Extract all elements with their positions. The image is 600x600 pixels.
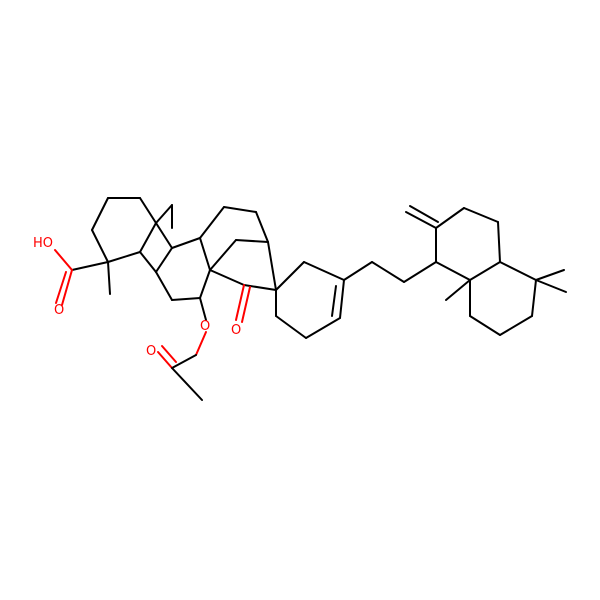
carboxyl-oxygen-label: O xyxy=(54,303,64,318)
acetyl-oxygen-label: O xyxy=(146,344,156,359)
hydroxyl-label: HO xyxy=(33,236,53,251)
ring-a-bonds xyxy=(91,197,157,263)
decalin-bonds xyxy=(405,205,567,336)
ethylene-linker-bonds xyxy=(343,261,437,283)
acetoxy-group xyxy=(157,297,207,401)
ring-b-bonds xyxy=(139,204,211,301)
ketone-oxygen-label: O xyxy=(231,323,241,338)
ring-c-bonds xyxy=(199,206,277,291)
carboxylic-acid-group xyxy=(54,249,111,306)
ester-oxygen-label: O xyxy=(200,319,210,334)
ketone-group xyxy=(235,284,251,323)
spiro-cyclohexene-bonds xyxy=(275,261,345,339)
